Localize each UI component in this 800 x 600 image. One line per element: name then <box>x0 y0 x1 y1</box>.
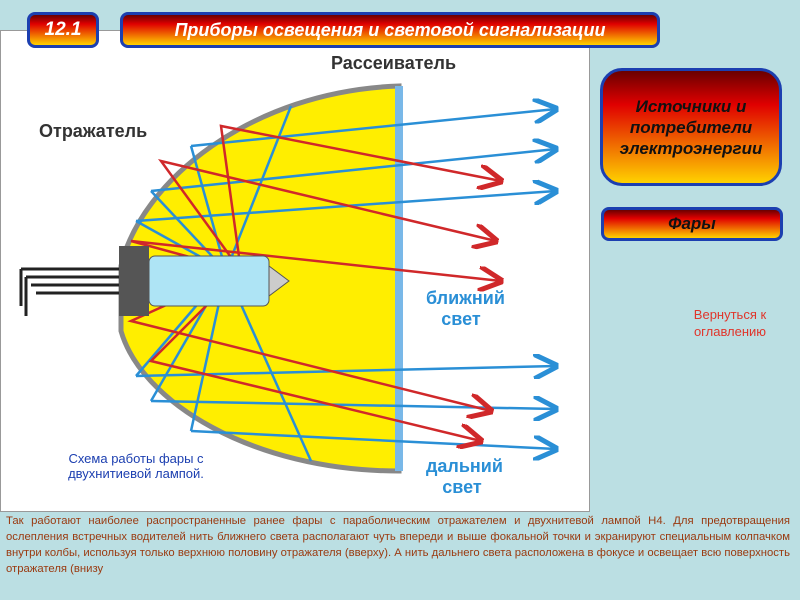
back-to-contents-link[interactable]: Вернуться к оглавлению <box>693 307 767 339</box>
diffuser <box>395 86 403 471</box>
diffuser-label: Рассеиватель <box>331 53 457 73</box>
high-beam-label: дальний свет <box>426 456 503 497</box>
reflector-label: Отражатель <box>39 121 148 141</box>
headlight-diagram: Рассеиватель Отражатель ближний свет дал… <box>0 30 590 512</box>
topic-button[interactable]: Фары <box>601 207 783 241</box>
slide-number: 12.1 <box>27 12 99 48</box>
headlight-scheme <box>19 83 589 474</box>
description-text: Так работают наиболее распространенные р… <box>6 515 790 575</box>
slide-title: Приборы освещения и световой сигнализаци… <box>120 12 660 48</box>
low-beam-label: ближний свет <box>426 288 505 329</box>
diagram-caption: Схема работы фары с двухнитиевой лампой. <box>68 451 204 481</box>
topic-label: Фары <box>668 214 716 233</box>
section-label: Источники и потребители электроэнергии <box>619 96 763 158</box>
lamp <box>19 246 290 316</box>
slide-title-text: Приборы освещения и световой сигнализаци… <box>174 19 606 40</box>
slide-number-text: 12.1 <box>44 19 82 40</box>
section-button[interactable]: Источники и потребители электроэнергии <box>600 68 782 186</box>
